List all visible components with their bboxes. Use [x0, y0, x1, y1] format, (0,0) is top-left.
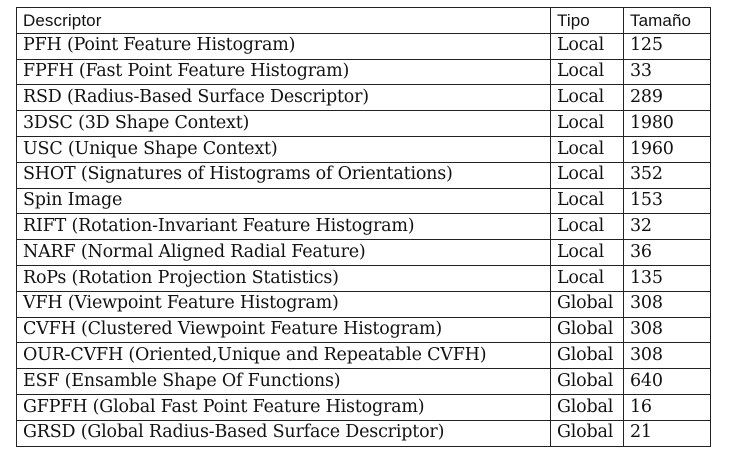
table-row: RoPs (Rotation Projection Statistics)Loc… — [16, 264, 711, 292]
table-row: FPFH (Fast Point Feature Histogram)Local… — [16, 58, 711, 86]
header-tipo: Tipo — [550, 7, 624, 34]
cell-tamano: 308 — [623, 316, 711, 344]
header-descriptor: Descriptor — [16, 7, 551, 34]
table-container: Descriptor Tipo Tamaño PFH (Point Featur… — [16, 7, 711, 447]
cell-tipo: Global — [550, 368, 624, 395]
cell-tamano: 21 — [623, 419, 711, 447]
cell-tamano: 33 — [623, 58, 711, 86]
cell-tamano: 352 — [623, 161, 711, 189]
cell-descriptor: PFH (Point Feature Histogram) — [16, 32, 551, 60]
table-row: RSD (Radius-Based Surface Descriptor)Loc… — [16, 84, 711, 112]
cell-descriptor: Spin Image — [16, 187, 551, 215]
cell-tamano: 640 — [623, 368, 711, 395]
table-row: GRSD (Global Radius-Based Surface Descri… — [16, 419, 711, 447]
cell-tamano: 135 — [623, 264, 711, 292]
cell-tipo: Local — [550, 161, 624, 189]
cell-descriptor: ESF (Ensamble Shape Of Functions) — [16, 368, 551, 395]
cell-tamano: 153 — [623, 187, 711, 215]
cell-tipo: Local — [550, 264, 624, 292]
cell-tamano: 308 — [623, 342, 711, 370]
cell-tipo: Local — [550, 32, 624, 60]
cell-descriptor: RIFT (Rotation-Invariant Feature Histogr… — [16, 213, 551, 241]
cell-descriptor: GFPFH (Global Fast Point Feature Histogr… — [16, 393, 551, 421]
cell-descriptor: 3DSC (3D Shape Context) — [16, 110, 551, 137]
cell-descriptor: USC (Unique Shape Context) — [16, 135, 551, 163]
cell-tipo: Local — [550, 187, 624, 215]
cell-tamano: 308 — [623, 290, 711, 318]
cell-tamano: 16 — [623, 393, 711, 421]
cell-descriptor: FPFH (Fast Point Feature Histogram) — [16, 58, 551, 86]
cell-tamano: 36 — [623, 239, 711, 266]
cell-tamano: 1980 — [623, 110, 711, 137]
cell-descriptor: RoPs (Rotation Projection Statistics) — [16, 264, 551, 292]
cell-tamano: 125 — [623, 32, 711, 60]
cell-tamano: 1960 — [623, 135, 711, 163]
cell-tipo: Local — [550, 239, 624, 266]
cell-tipo: Global — [550, 393, 624, 421]
cell-descriptor: CVFH (Clustered Viewpoint Feature Histog… — [16, 316, 551, 344]
cell-descriptor: NARF (Normal Aligned Radial Feature) — [16, 239, 551, 266]
header-row: Descriptor Tipo Tamaño — [16, 7, 711, 34]
cell-descriptor: GRSD (Global Radius-Based Surface Descri… — [16, 419, 551, 447]
cell-tipo: Local — [550, 58, 624, 86]
cell-tipo: Global — [550, 316, 624, 344]
table-row: RIFT (Rotation-Invariant Feature Histogr… — [16, 213, 711, 241]
cell-tipo: Local — [550, 135, 624, 163]
cell-descriptor: SHOT (Signatures of Histograms of Orient… — [16, 161, 551, 189]
cell-descriptor: VFH (Viewpoint Feature Histogram) — [16, 290, 551, 318]
table-row: OUR-CVFH (Oriented,Unique and Repeatable… — [16, 342, 711, 370]
cell-descriptor: OUR-CVFH (Oriented,Unique and Repeatable… — [16, 342, 551, 370]
descriptor-table: Descriptor Tipo Tamaño PFH (Point Featur… — [16, 7, 711, 447]
table-row: NARF (Normal Aligned Radial Feature)Loca… — [16, 239, 711, 266]
cell-tamano: 32 — [623, 213, 711, 241]
header-tamano: Tamaño — [623, 7, 711, 34]
table-header: Descriptor Tipo Tamaño — [16, 7, 711, 34]
cell-tipo: Local — [550, 84, 624, 112]
cell-tamano: 289 — [623, 84, 711, 112]
table-row: GFPFH (Global Fast Point Feature Histogr… — [16, 393, 711, 421]
cell-tipo: Local — [550, 213, 624, 241]
cell-descriptor: RSD (Radius-Based Surface Descriptor) — [16, 84, 551, 112]
table-row: CVFH (Clustered Viewpoint Feature Histog… — [16, 316, 711, 344]
table-row: SHOT (Signatures of Histograms of Orient… — [16, 161, 711, 189]
cell-tipo: Global — [550, 419, 624, 447]
cell-tipo: Local — [550, 110, 624, 137]
cell-tipo: Global — [550, 342, 624, 370]
cell-tipo: Global — [550, 290, 624, 318]
